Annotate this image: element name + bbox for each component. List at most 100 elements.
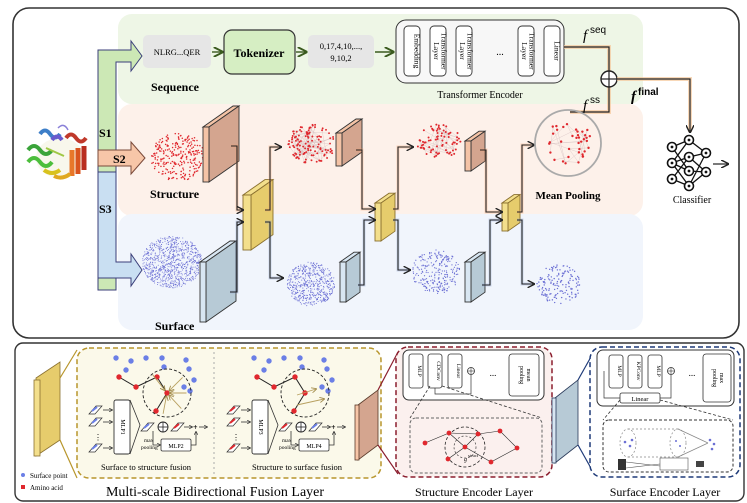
transformer-block-label: Embedding bbox=[413, 34, 422, 69]
amino-acid-node bbox=[497, 428, 503, 434]
s2-arrow bbox=[97, 140, 146, 176]
amino-acid-node bbox=[488, 459, 494, 465]
mean-pool-label-1: mean bbox=[525, 369, 531, 382]
legend-amino-acid-label: Amino acid bbox=[30, 484, 63, 492]
surface-encoder-ellipsis: ... bbox=[689, 368, 696, 378]
cone-neighborhood-icon bbox=[618, 428, 716, 471]
amino-acid-node bbox=[422, 440, 428, 446]
mlp-block bbox=[113, 399, 131, 455]
surface-encoder-block-1 bbox=[198, 240, 238, 323]
transformer-block-label-2: Layer bbox=[432, 42, 441, 60]
top-panel: S1 S2 S3 NLRG...QER Tokenizer 0,17,4,10,… bbox=[12, 7, 740, 339]
structure-encoder-block-3 bbox=[463, 130, 487, 172]
fusion-layer-title: Multi-scale Bidirectional Fusion Layer bbox=[106, 485, 324, 500]
transformer-block-label: Transformer bbox=[466, 32, 475, 70]
amino-acid-node bbox=[445, 456, 451, 462]
neighborhood-circle bbox=[280, 368, 330, 418]
surface-cloud-2 bbox=[286, 261, 336, 307]
s1-label: S1 bbox=[99, 126, 112, 140]
mlp-label: MLP1 bbox=[119, 419, 125, 434]
surface-linear-block bbox=[619, 392, 661, 404]
amino-acid-node bbox=[475, 431, 481, 437]
s3-arrow bbox=[97, 171, 143, 288]
g-struct-base: g bbox=[464, 457, 467, 463]
f-ss-base: f bbox=[583, 98, 589, 114]
amino-acid-node bbox=[446, 430, 452, 436]
bottom-panel: ⋮MLP1maxpooling+MLP2⋮MLP3maxpooling+MLP4… bbox=[14, 342, 745, 502]
surface-encoder-block-2 bbox=[338, 251, 362, 303]
token-ids-line2: 9,10,2 bbox=[330, 53, 351, 63]
mlp-second-label: MLP2 bbox=[168, 444, 183, 450]
sequence-input-text: NLRG...QER bbox=[154, 47, 201, 57]
f-seq-base: f bbox=[583, 28, 589, 44]
g-struct-sup: struct bbox=[468, 453, 479, 458]
structure-encoder-block-label: MLP bbox=[416, 365, 422, 376]
f-ss-sup: ss bbox=[590, 95, 600, 106]
mlp-label: MLP3 bbox=[257, 419, 263, 434]
surface-encoder-block bbox=[627, 354, 643, 389]
mlp-block bbox=[251, 399, 269, 455]
legend-surface-point-label: Surface point bbox=[30, 472, 68, 480]
f-seq-sup: seq bbox=[590, 25, 606, 36]
surface-linear-label: Linear bbox=[632, 396, 650, 403]
structure-encoder-ellipsis: ... bbox=[490, 368, 497, 378]
max-pool-label-1: max bbox=[718, 373, 724, 383]
max-label: max bbox=[282, 438, 292, 444]
structure-encoder-block bbox=[408, 353, 424, 389]
f-seq-line bbox=[564, 46, 610, 71]
f-final-line bbox=[617, 78, 690, 132]
sequence-input-box bbox=[143, 35, 211, 68]
structure-encoder-block bbox=[447, 353, 463, 389]
transformer-block bbox=[403, 25, 421, 77]
s2-label: S2 bbox=[113, 152, 126, 166]
surface-encoder-block-label: MLP bbox=[616, 365, 622, 376]
mean-pooling-label: Mean Pooling bbox=[535, 190, 601, 202]
max-pool-label-2: pooling bbox=[711, 369, 717, 387]
fusion-layer-detail: ⋮MLP1maxpooling+MLP2⋮MLP3maxpooling+MLP4… bbox=[33, 347, 382, 500]
surface-encoder-block-label: KPConv bbox=[635, 362, 641, 381]
transformer-block-label: Transformer bbox=[528, 32, 537, 70]
structure-encoder-title: Structure Encoder Layer bbox=[415, 485, 533, 499]
token-ids-line1: 0,17,4,10,..., bbox=[320, 41, 363, 51]
tokenizer-box bbox=[223, 29, 296, 75]
svg-text:⋮: ⋮ bbox=[232, 433, 240, 442]
f-ss-line bbox=[570, 87, 610, 113]
structure-encoder-block-label: CDConv bbox=[435, 361, 441, 381]
surface-encoder-block bbox=[608, 354, 624, 389]
structure-cloud-1 bbox=[150, 132, 207, 181]
surface-to-structure-caption: Surface to structure fusion bbox=[101, 462, 192, 472]
svg-text:+: + bbox=[193, 423, 198, 432]
s3-label: S3 bbox=[99, 202, 112, 216]
sequence-label: Sequence bbox=[151, 80, 200, 94]
fusion-layer-block-3 bbox=[500, 193, 522, 232]
legend-surface-point-marker bbox=[21, 473, 25, 477]
structure-encoder-block-label: Linear bbox=[455, 364, 461, 379]
structure-encoder-block-1 bbox=[201, 105, 241, 183]
protein-structure-icon bbox=[26, 124, 88, 180]
structure-band bbox=[118, 104, 643, 216]
svg-text:⋮: ⋮ bbox=[94, 433, 102, 442]
encoder-blocks bbox=[198, 105, 534, 323]
classifier-network-icon bbox=[666, 134, 729, 192]
fusion-layer-block-2 bbox=[373, 192, 397, 242]
surface-encoder-block bbox=[647, 354, 663, 389]
mean-pooling-circle bbox=[534, 109, 602, 177]
mean-pooling-block bbox=[508, 353, 540, 397]
structure-cloud-pooled bbox=[548, 122, 592, 165]
f-final-base: f bbox=[631, 89, 638, 105]
token-ids-box bbox=[308, 35, 374, 68]
svg-text:+: + bbox=[331, 423, 336, 432]
surface-encoder-block-label: MLP bbox=[655, 365, 661, 376]
mean-pool-label-2: pooling bbox=[518, 366, 524, 384]
transformer-block-label: Transformer bbox=[440, 32, 449, 70]
pooling-label: pooling bbox=[279, 445, 296, 451]
surface-encoder-block-3 bbox=[463, 251, 487, 303]
structure-cloud-2 bbox=[287, 123, 335, 164]
max-pooling-block bbox=[702, 353, 732, 403]
surface-cloud-3 bbox=[412, 249, 461, 294]
legend-amino-acid-marker bbox=[21, 485, 25, 489]
mlp-second-label: MLP4 bbox=[306, 444, 321, 450]
